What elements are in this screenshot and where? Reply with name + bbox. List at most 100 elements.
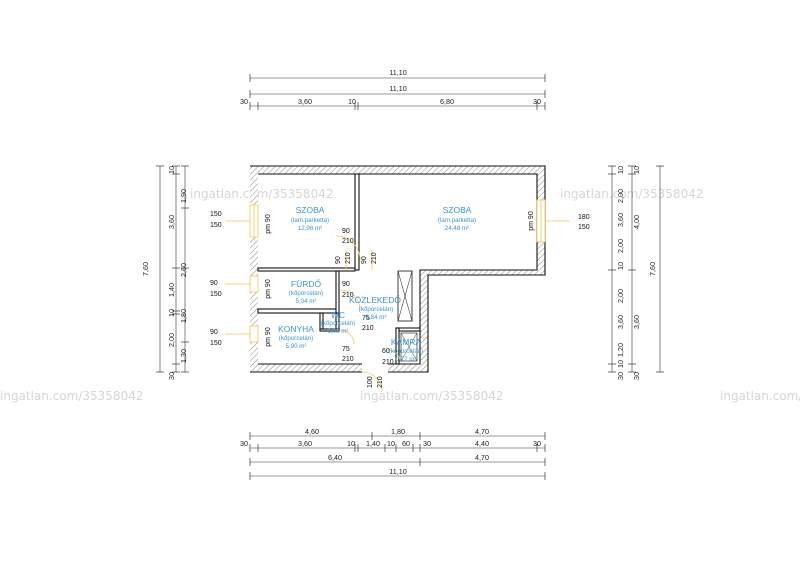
room-floor: (kőporcelán) <box>279 335 313 342</box>
door-label: 210 <box>362 325 374 332</box>
window-labels: 150 150 180 150 90 150 90 150 <box>210 211 590 347</box>
room-floor: (kőporcelán) <box>389 348 423 355</box>
watermark: ingatlan.com/35358042 <box>360 389 503 403</box>
door-label: 75 <box>342 346 350 353</box>
openings <box>225 199 570 393</box>
room-floor: (kőporcelán) <box>289 290 323 297</box>
room-area: 6,84 m² <box>366 314 387 321</box>
dim-right-seg: 10 <box>616 262 625 270</box>
left-dimensions: 7,60 10 3,60 1,40 10 2,00 30 1,90 2,60 1… <box>141 165 189 380</box>
dim-bottom-seg: 1,80 <box>391 427 405 436</box>
dim-top-seg: 10 <box>348 97 356 106</box>
dim-right-seg: 2,00 <box>616 289 625 303</box>
dim-bottom-seg: 1,40 <box>366 439 380 448</box>
dim-bottom-seg: 30 <box>240 439 248 448</box>
dim-bottom-seg: 6,40 <box>328 453 342 462</box>
dim-right-seg: 10 <box>632 166 641 174</box>
room-area: 12,96 m² <box>298 225 322 232</box>
door-label: 210 <box>371 252 378 264</box>
dim-left-seg: 10 <box>167 166 176 174</box>
dim-right-seg: 3,60 <box>616 213 625 227</box>
room-floor: (lam.parketta) <box>291 217 329 224</box>
right-dimensions: 10 2,00 3,60 2,00 10 2,00 3,60 1,20 10 3… <box>608 165 664 380</box>
dim-left-total: 7,60 <box>141 262 150 276</box>
dim-left-seg: 10 <box>167 309 176 317</box>
window-label: 90 <box>210 329 218 336</box>
dim-left-seg: 30 <box>167 372 176 380</box>
door-label: 90 <box>361 256 368 264</box>
dim-left-inner: 1,90 <box>179 189 188 203</box>
dim-right-seg: 3,60 <box>616 315 625 329</box>
window-label: 150 <box>210 222 222 229</box>
room-area: 5,90 m² <box>286 343 307 350</box>
dim-bottom-seg: 10 <box>387 439 395 448</box>
dim-bottom-seg: 10 <box>347 439 355 448</box>
window-label: 90 <box>210 280 218 287</box>
room-height: pm 90 <box>528 211 535 231</box>
window-label: 180 <box>578 214 590 221</box>
dim-bottom-seg: 30 <box>533 439 541 448</box>
room-height: pm 90 <box>265 279 272 299</box>
dim-right-seg: 4,00 <box>632 215 641 229</box>
room-floor: (kőporcelán) <box>321 320 355 327</box>
door-label: 210 <box>345 252 352 264</box>
door-label: 210 <box>342 238 354 245</box>
room-name: KAMRA <box>391 337 422 347</box>
room-name: KONYHA <box>278 324 314 334</box>
dim-top-seg: 6,80 <box>440 97 454 106</box>
door-label: 75 <box>362 315 370 322</box>
door-labels: 90 210 90 210 90 210 90 210 75 210 75 21… <box>335 228 394 388</box>
dim-bottom-seg: 4,70 <box>475 427 489 436</box>
window-label: 150 <box>210 211 222 218</box>
dim-bottom-seg: 4,70 <box>475 453 489 462</box>
watermark: ingatlan.com/35358042 <box>190 187 333 201</box>
dim-top-total-2: 11,10 <box>389 84 406 93</box>
walls <box>250 165 546 373</box>
window-label: 150 <box>210 340 222 347</box>
dim-left-inner: 2,60 <box>179 263 188 277</box>
room-name: SZOBA <box>443 205 472 215</box>
window-label: 150 <box>210 291 222 298</box>
dim-right-seg: 2,00 <box>616 239 625 253</box>
dim-left-seg: 3,60 <box>167 215 176 229</box>
dim-left-inner: 1,80 <box>179 309 188 323</box>
door-label: 210 <box>342 356 354 363</box>
door-label: 90 <box>342 228 350 235</box>
door-label: 100 <box>367 376 374 388</box>
dim-left-seg: 1,40 <box>167 283 176 297</box>
dim-bottom-total: 11,10 <box>389 467 406 476</box>
room-area: 1,08 m² <box>328 328 349 335</box>
dim-bottom-seg: 60 <box>402 439 410 448</box>
dim-right-seg: 10 <box>616 360 625 368</box>
door-label: 60 <box>382 348 390 355</box>
dim-bottom-seg: 30 <box>423 439 431 448</box>
dim-left-seg: 2,00 <box>167 333 176 347</box>
room-name: SZOBA <box>296 205 325 215</box>
dim-right-seg: 1,20 <box>616 343 625 357</box>
room-area: 5,04 m² <box>296 298 317 305</box>
dim-bottom-seg: 4,60 <box>305 427 319 436</box>
door-label: 210 <box>382 359 394 366</box>
room-name: FÜRDŐ <box>291 279 322 289</box>
room-height: pm 90 <box>265 327 272 347</box>
dim-right-seg: 30 <box>616 372 625 380</box>
top-dimensions: 11,10 11,10 30 3,60 10 6,80 30 <box>240 68 546 110</box>
dim-top-seg: 30 <box>240 97 248 106</box>
door-label: 90 <box>335 256 342 264</box>
room-height: pm 90 <box>265 214 272 234</box>
dim-top-seg: 3,60 <box>298 97 312 106</box>
room-name: KÖZLEKEDŐ <box>349 295 401 305</box>
room-floor: (lam.parketta) <box>438 217 476 224</box>
window-label: 150 <box>578 224 590 231</box>
room-area: 0,72 m² <box>396 356 417 363</box>
dim-left-inner: 1,30 <box>179 349 188 363</box>
door-label: 210 <box>377 376 384 388</box>
bottom-dimensions: 4,60 1,80 4,70 30 3,60 10 1,40 10 60 30 … <box>240 427 546 480</box>
dim-right-seg: 10 <box>616 166 625 174</box>
dim-right-seg: 2,00 <box>616 189 625 203</box>
dim-right-total: 7,60 <box>648 262 657 276</box>
dim-top-seg: 30 <box>533 97 541 106</box>
dim-bottom-seg: 4,40 <box>475 439 489 448</box>
door-label: 90 <box>342 281 350 288</box>
dim-top-total: 11,10 <box>389 68 406 77</box>
